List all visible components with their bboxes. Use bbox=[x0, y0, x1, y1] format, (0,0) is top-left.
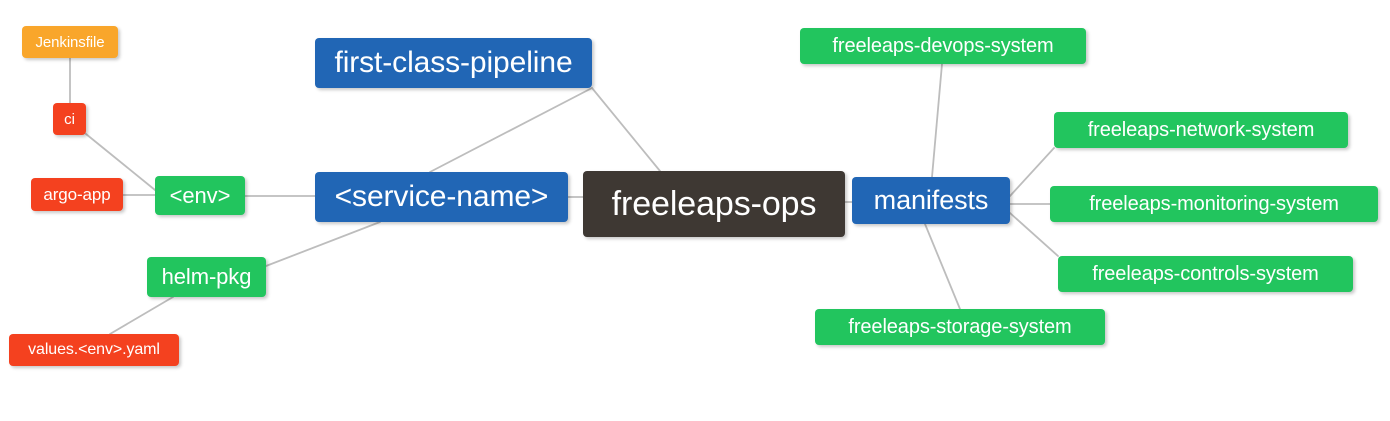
node-argo-app[interactable]: argo-app bbox=[31, 178, 123, 211]
edge-service-name-to-first-class-pipeline bbox=[429, 87, 593, 173]
node-manifests[interactable]: manifests bbox=[852, 177, 1010, 224]
node-ci[interactable]: ci bbox=[53, 103, 86, 135]
node-freeleaps-devops-system[interactable]: freeleaps-devops-system bbox=[800, 28, 1086, 64]
node-label-values-env-yaml: values.<env>.yaml bbox=[28, 341, 160, 358]
node-freeleaps-monitoring-system[interactable]: freeleaps-monitoring-system bbox=[1050, 186, 1378, 222]
node-label-argo-app: argo-app bbox=[43, 185, 111, 204]
node-first-class-pipeline[interactable]: first-class-pipeline bbox=[315, 38, 592, 88]
edge-helm-pkg-to-values-env-yaml bbox=[109, 296, 174, 335]
node-values-env-yaml[interactable]: values.<env>.yaml bbox=[9, 334, 179, 366]
node-label-freeleaps-monitoring-system: freeleaps-monitoring-system bbox=[1089, 193, 1339, 215]
node-label-ci: ci bbox=[64, 110, 75, 128]
node-label-freeleaps-network-system: freeleaps-network-system bbox=[1087, 119, 1315, 141]
node-freeleaps-network-system[interactable]: freeleaps-network-system bbox=[1054, 112, 1348, 148]
node-label-service-name: <service-name> bbox=[334, 180, 549, 213]
edge-manifests-to-freeleaps-devops-system bbox=[931, 63, 943, 178]
node-label-helm-pkg: helm-pkg bbox=[161, 264, 252, 289]
node-label-env: <env> bbox=[169, 182, 231, 208]
node-label-jenkinsfile: Jenkinsfile bbox=[35, 33, 105, 51]
edge-service-name-to-helm-pkg bbox=[265, 221, 381, 267]
edge-manifests-to-freeleaps-network-system bbox=[1009, 147, 1055, 197]
node-jenkinsfile[interactable]: Jenkinsfile bbox=[22, 26, 118, 58]
node-freeleaps-storage-system[interactable]: freeleaps-storage-system bbox=[815, 309, 1105, 345]
edge-manifests-to-freeleaps-storage-system bbox=[924, 223, 961, 310]
node-label-manifests: manifests bbox=[873, 185, 989, 215]
node-freeleaps-controls-system[interactable]: freeleaps-controls-system bbox=[1058, 256, 1353, 292]
node-label-first-class-pipeline: first-class-pipeline bbox=[334, 46, 573, 79]
edge-first-class-pipeline-to-freeleaps-ops bbox=[591, 87, 661, 172]
node-env[interactable]: <env> bbox=[155, 176, 245, 215]
node-service-name[interactable]: <service-name> bbox=[315, 172, 568, 222]
node-label-freeleaps-storage-system: freeleaps-storage-system bbox=[848, 316, 1072, 338]
node-freeleaps-ops[interactable]: freeleaps-ops bbox=[583, 171, 845, 237]
node-label-freeleaps-controls-system: freeleaps-controls-system bbox=[1092, 263, 1319, 285]
node-label-freeleaps-devops-system: freeleaps-devops-system bbox=[832, 35, 1054, 57]
node-helm-pkg[interactable]: helm-pkg bbox=[147, 257, 266, 297]
node-label-freeleaps-ops: freeleaps-ops bbox=[611, 185, 817, 223]
